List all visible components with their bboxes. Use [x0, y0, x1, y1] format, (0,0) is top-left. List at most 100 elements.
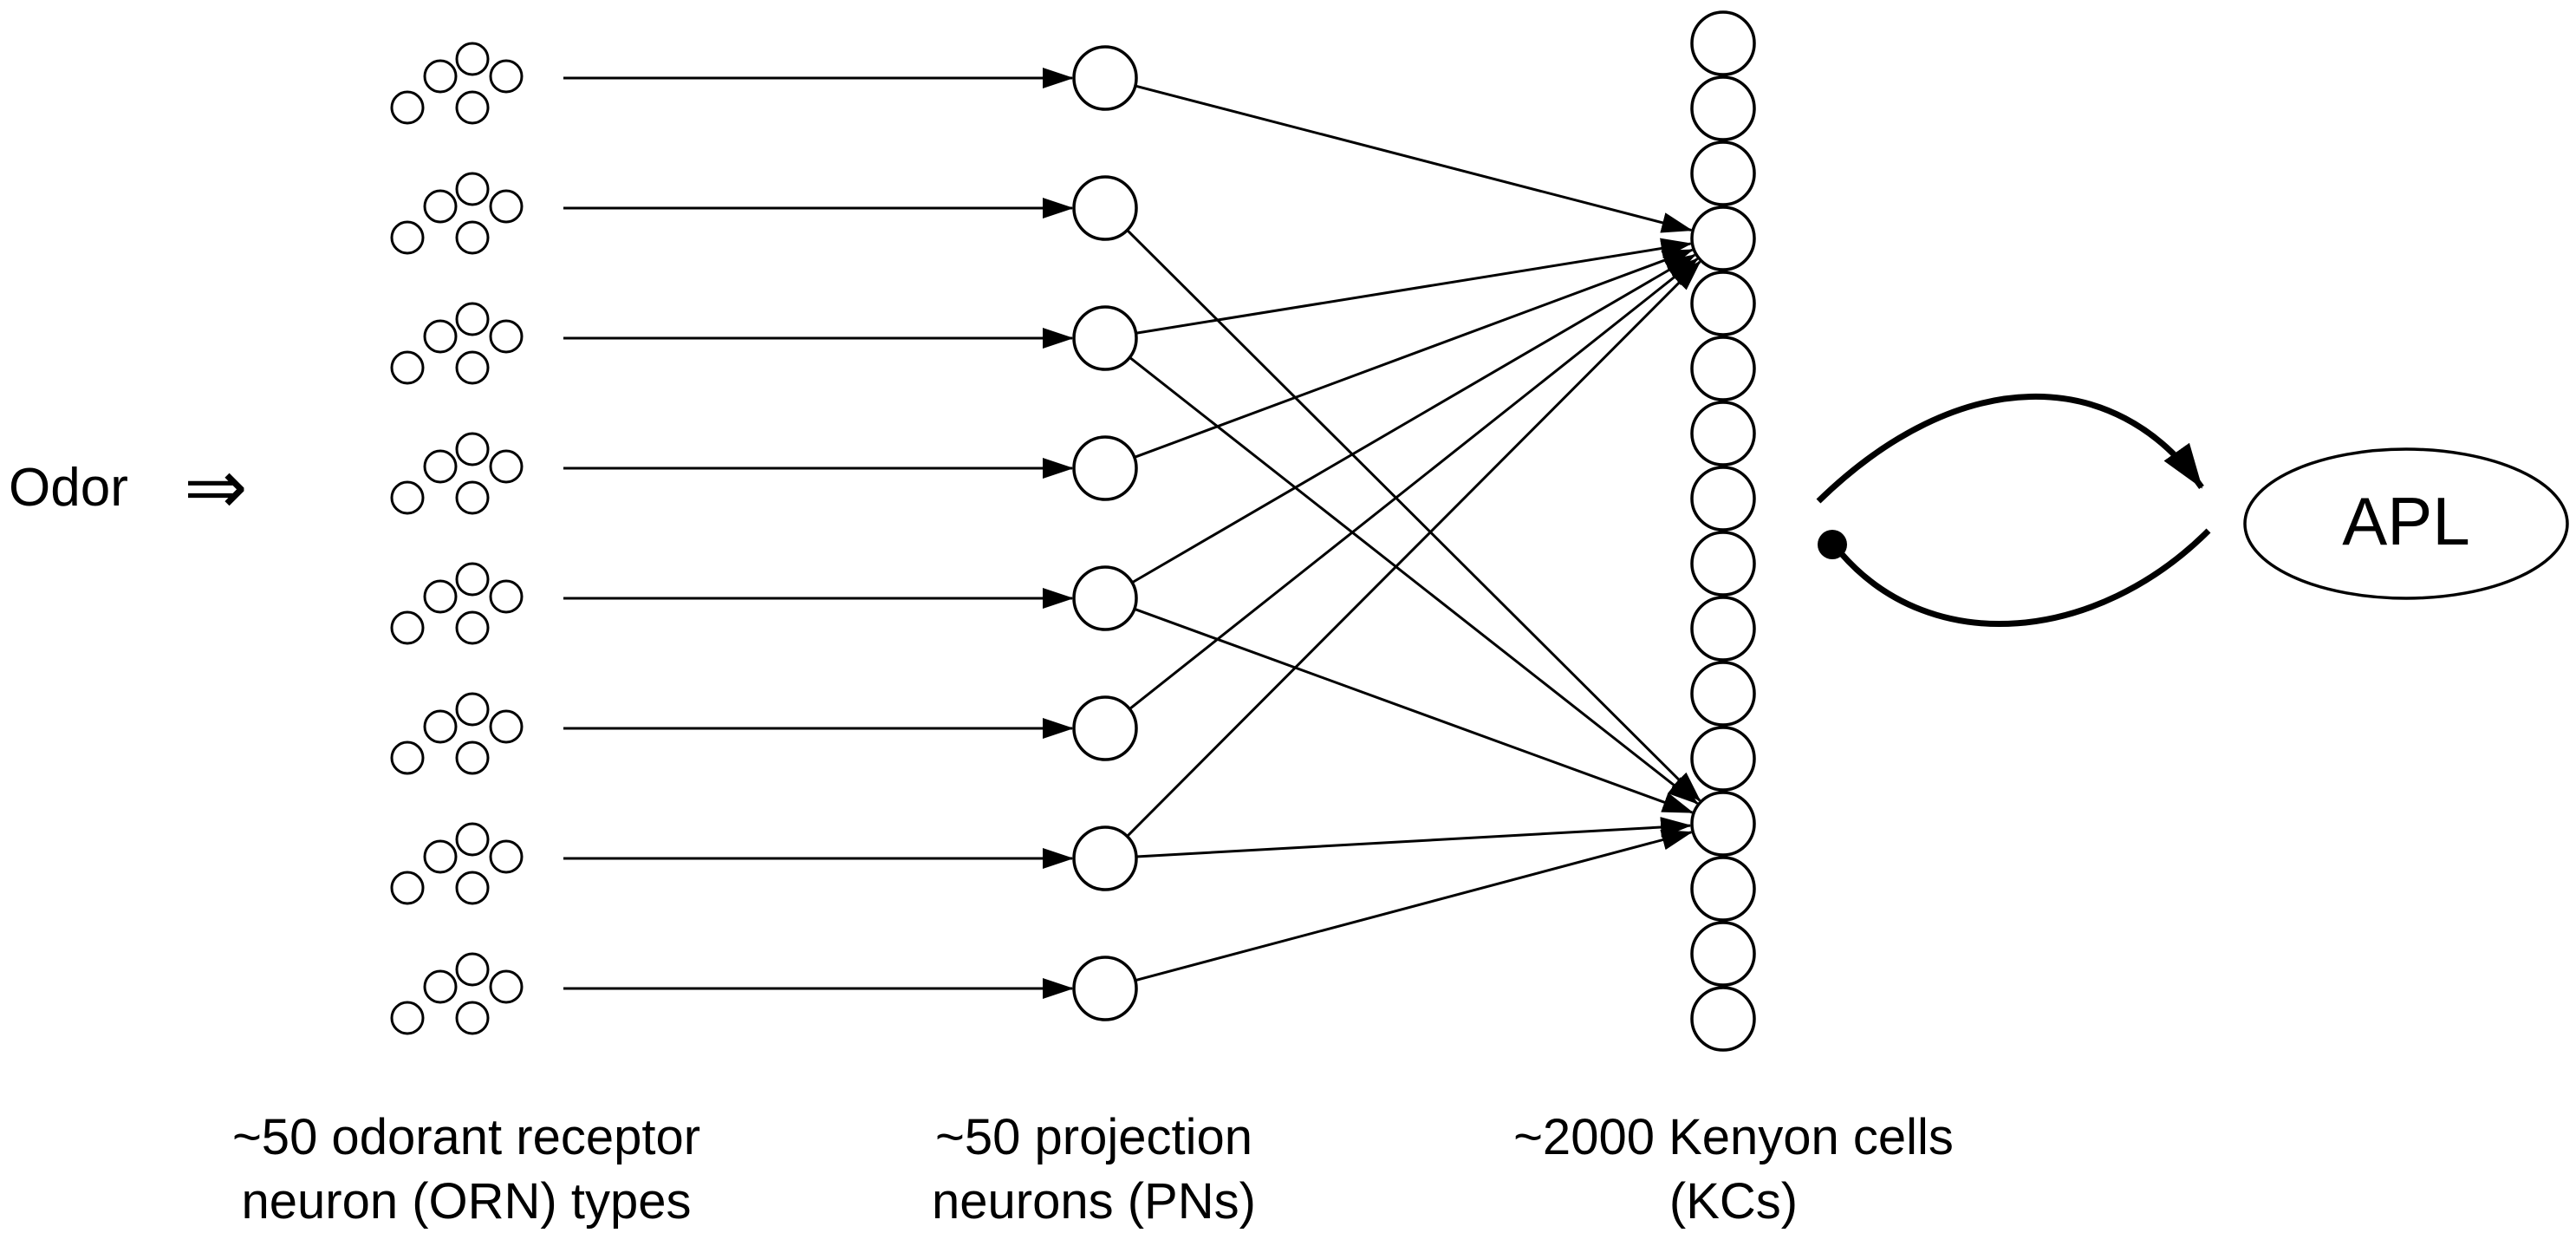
orn-neuron [390, 480, 425, 515]
orn-caption-line1: ~50 odorant receptor [232, 1109, 700, 1165]
pn-to-kc-arrow [1135, 829, 1694, 982]
orn-neuron [455, 562, 490, 597]
orn-to-pn-arrows [563, 68, 1074, 999]
orn-neuron [455, 952, 490, 987]
orn-caption-line2: neuron (ORN) types [242, 1173, 692, 1230]
apl-label: APL [2342, 483, 2469, 559]
pn-caption-line1: ~50 projection [935, 1109, 1252, 1165]
kenyon-cell [1690, 921, 1756, 987]
orn-neuron [455, 220, 490, 255]
orn-cluster [390, 562, 524, 645]
orn-neuron [455, 350, 490, 385]
projection-neuron [1072, 825, 1138, 891]
orn-cluster [390, 692, 524, 775]
orn-neuron [423, 579, 458, 614]
pn-to-kc-arrow [1129, 356, 1699, 805]
pn-to-kc-arrow [1134, 607, 1695, 814]
orn-neuron [390, 220, 425, 255]
projection-neuron [1072, 695, 1138, 761]
orn-neuron [455, 822, 490, 857]
pn-to-kc-arrows [1126, 84, 1701, 982]
kenyon-cell [1690, 531, 1756, 597]
projection-neuron [1072, 435, 1138, 501]
kenyon-cell [1690, 856, 1756, 922]
orn-cluster [390, 952, 524, 1035]
orn-cluster [390, 822, 524, 905]
pn-to-kc-arrow [1135, 817, 1693, 858]
projection-neuron [1072, 956, 1138, 1021]
pn-caption-line2: neurons (PNs) [932, 1173, 1256, 1230]
orn-neuron [390, 90, 425, 125]
orn-neuron [455, 740, 490, 775]
kenyon-cell [1690, 791, 1756, 857]
kc-to-apl-excitatory-arrow [1816, 393, 2204, 504]
orn-neuron [489, 579, 524, 614]
apl-neuron [2243, 447, 2569, 600]
orn-neuron [455, 610, 490, 645]
orn-neuron [423, 189, 458, 224]
orn-neuron [390, 871, 425, 905]
orn-neuron [489, 59, 524, 94]
orn-neuron [423, 449, 458, 484]
pn-to-kc-arrow [1126, 260, 1701, 838]
orn-neuron [455, 692, 490, 727]
projection-neuron [1072, 175, 1138, 241]
orn-neuron [455, 90, 490, 125]
orn-neuron [489, 189, 524, 224]
orn-neuron [489, 709, 524, 744]
orn-neuron [455, 302, 490, 336]
orn-neuron [455, 42, 490, 76]
orn-neuron [489, 839, 524, 874]
orn-neuron [455, 480, 490, 515]
orn-neuron [390, 610, 425, 645]
orn-neuron [423, 59, 458, 94]
orn-neuron [423, 319, 458, 354]
pn-to-kc-arrow [1135, 238, 1693, 335]
odor-label: Odor [9, 458, 128, 518]
orn-cluster [390, 42, 524, 125]
orn-cluster [390, 432, 524, 515]
orn-neuron [390, 1001, 425, 1035]
orn-neuron [390, 740, 425, 775]
kenyon-cell [1690, 205, 1756, 271]
orn-neuron [489, 319, 524, 354]
kenyon-cell [1690, 271, 1756, 336]
kc-caption-line2: (KCs) [1669, 1173, 1798, 1230]
orn-neuron [489, 969, 524, 1004]
kenyon-cell [1690, 986, 1756, 1052]
pn-to-kc-arrow [1126, 229, 1701, 802]
orn-neuron [390, 350, 425, 385]
kc-caption-line1: ~2000 Kenyon cells [1513, 1109, 1954, 1165]
orn-neuron [423, 839, 458, 874]
kenyon-cell [1690, 75, 1756, 141]
apl-feedback-loop [1816, 393, 2211, 628]
inhibitory-terminal-icon [1818, 530, 1847, 559]
odor-input-arrow-icon: ⇒ [184, 444, 248, 530]
orn-neuron [489, 449, 524, 484]
projection-neuron [1072, 565, 1138, 631]
kenyon-cell [1690, 661, 1756, 727]
kenyon-cell [1690, 336, 1756, 401]
orn-neuron [423, 969, 458, 1004]
pn-to-kc-arrow [1131, 253, 1696, 584]
orn-cluster [390, 172, 524, 255]
orn-neuron [455, 871, 490, 905]
orn-neuron [455, 432, 490, 466]
pn-to-kc-arrow [1129, 258, 1699, 710]
kenyon-cell [1690, 466, 1756, 532]
apl-to-kc-inhibitory-arrow [1838, 528, 2211, 628]
projection-neuron [1072, 305, 1138, 371]
projection-neuron [1072, 45, 1138, 111]
kenyon-cell [1690, 10, 1756, 76]
kenyon-cells [1690, 10, 1756, 1052]
projection-neurons [1072, 45, 1138, 1021]
kenyon-cell [1690, 140, 1756, 206]
kenyon-cell [1690, 726, 1756, 792]
pn-to-kc-arrow [1134, 248, 1695, 459]
orn-neuron [455, 172, 490, 206]
orn-neuron [455, 1001, 490, 1035]
orn-clusters [390, 42, 524, 1035]
orn-neuron [423, 709, 458, 744]
kenyon-cell [1690, 596, 1756, 662]
